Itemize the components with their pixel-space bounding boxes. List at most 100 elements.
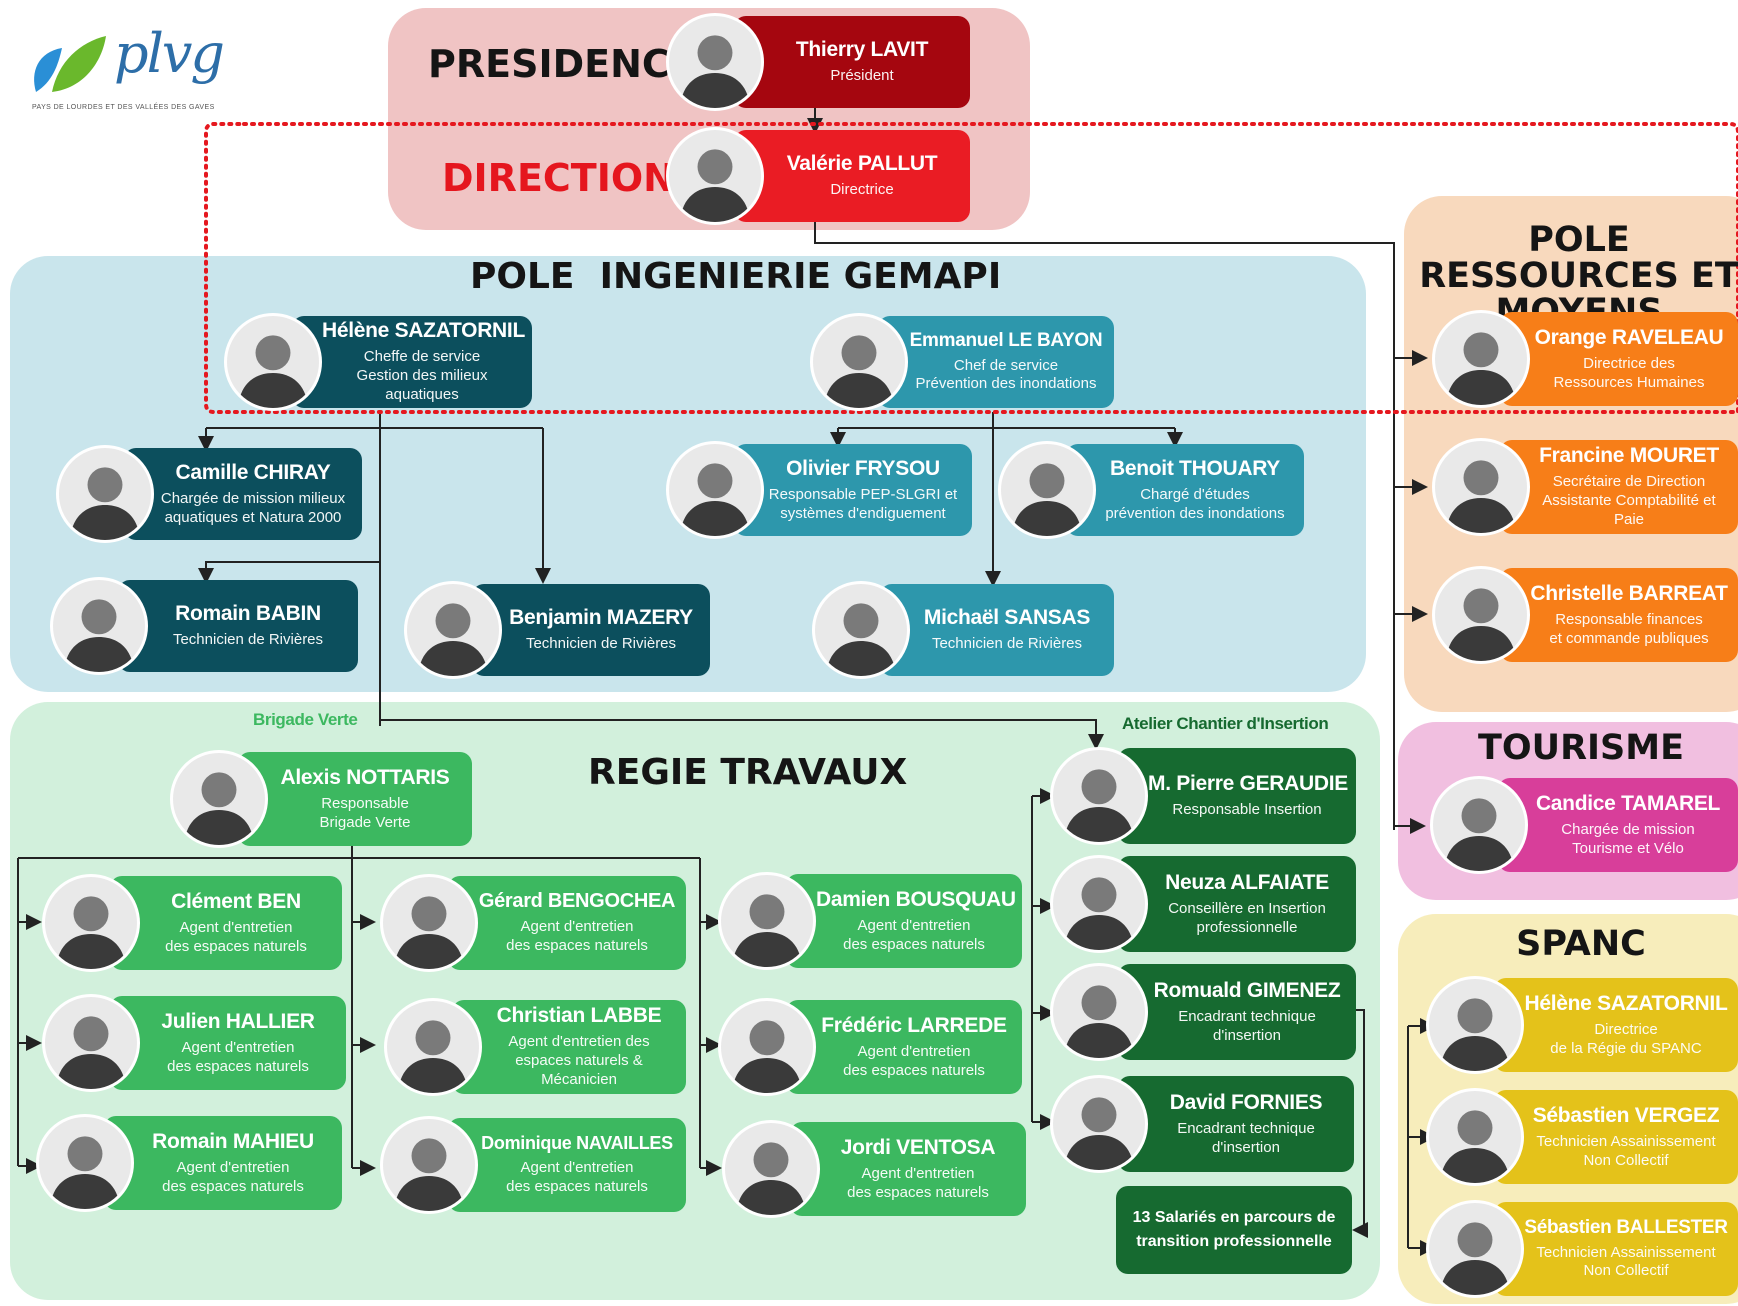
- person-name: Dominique NAVAILLES: [481, 1133, 673, 1154]
- person-card-mazery: Benjamin MAZERY Technicien de Rivières: [472, 584, 710, 676]
- person-photo-icon: [1429, 1203, 1521, 1295]
- avatar: [380, 874, 478, 972]
- salaries-box: 13 Salariés en parcours de transition pr…: [1116, 1186, 1352, 1274]
- person-role: Chargée de mission Tourisme et Vélo: [1561, 820, 1695, 857]
- person-name: Michaël SANSAS: [923, 606, 1091, 630]
- person-name: Clément BEN: [171, 889, 301, 913]
- person-role: Directrice des Ressources Humaines: [1553, 354, 1705, 391]
- person-role: Responsable PEP-SLGRI et systèmes d'endi…: [768, 485, 958, 522]
- person-photo-icon: [721, 875, 813, 967]
- person-name: Gérard BENGOCHEA: [478, 890, 676, 913]
- avatar: [384, 998, 482, 1096]
- person-card-sazatornil2: Hélène SAZATORNIL Directrice de la Régie …: [1494, 978, 1738, 1072]
- person-name: Neuza ALFAIATE: [1165, 870, 1329, 894]
- gemapi-title: POLE INGENIERIE GEMAPI: [470, 256, 1002, 297]
- logo: plvg PAYS DE LOURDES ET DES VALLÉES DES …: [28, 22, 238, 114]
- person-name: Benjamin MAZERY: [509, 606, 693, 630]
- logo-text: plvg: [114, 22, 225, 85]
- tourisme-title: TOURISME: [1478, 728, 1684, 768]
- person-name: Candice TAMAREL: [1535, 791, 1721, 815]
- avatar: [50, 577, 148, 675]
- salaries-text: 13 Salariés en parcours de transition pr…: [1132, 1209, 1336, 1250]
- person-role: Agent d'entretien des espaces naturels: [167, 1038, 309, 1075]
- avatar: [36, 1114, 134, 1212]
- person-name: Romain BABIN: [175, 602, 321, 626]
- person-photo-icon: [407, 584, 499, 676]
- person-photo-icon: [1429, 979, 1521, 1071]
- person-role: Technicien de Rivières: [525, 635, 677, 653]
- person-role: Directrice de la Régie du SPANC: [1550, 1020, 1702, 1057]
- person-photo-icon: [725, 1123, 817, 1215]
- person-name: Christelle BARREAT: [1530, 581, 1728, 605]
- avatar: [42, 874, 140, 972]
- person-role: Agent d'entretien des espaces naturels &…: [508, 1033, 650, 1088]
- avatar: [666, 13, 764, 111]
- person-name: Francine MOURET: [1539, 444, 1719, 468]
- person-role: Chef de service Prévention des inondatio…: [915, 356, 1097, 393]
- person-name: Julien HALLIER: [161, 1009, 315, 1033]
- avatar: [380, 1116, 478, 1214]
- person-card-tamarel: Candice TAMAREL Chargée de mission Touris…: [1498, 778, 1738, 872]
- person-role: Technicien Assainissement Non Collectif: [1536, 1243, 1716, 1280]
- person-name: Romuald GIMENEZ: [1153, 978, 1341, 1002]
- person-role: Encadrant technique d'insertion: [1178, 1007, 1316, 1044]
- person-name: Damien BOUSQUAU: [816, 887, 1016, 911]
- person-photo-icon: [45, 877, 137, 969]
- person-photo-icon: [45, 997, 137, 1089]
- person-role: Cheffe de service Gestion des milieux aq…: [356, 348, 488, 403]
- person-photo-icon: [387, 1001, 479, 1093]
- person-name: Camille CHIRAY: [175, 460, 331, 484]
- person-role: Agent d'entretien des espaces naturels: [843, 916, 985, 953]
- avatar: [998, 441, 1096, 539]
- avatar: [170, 750, 268, 848]
- person-name: David FORNIES: [1169, 1090, 1323, 1114]
- person-photo-icon: [383, 1119, 475, 1211]
- regie-title: REGIE TRAVAUX: [588, 752, 908, 793]
- person-name: Hélène SAZATORNIL: [1524, 991, 1728, 1015]
- avatar: [1050, 963, 1148, 1061]
- logo-tagline: PAYS DE LOURDES ET DES VALLÉES DES GAVES: [32, 104, 215, 111]
- person-photo-icon: [721, 1001, 813, 1093]
- leaf-logo-icon: [34, 36, 106, 92]
- person-role: Agent d'entretien des espaces naturels: [847, 1164, 989, 1201]
- person-card-bousquau: Damien BOUSQUAU Agent d'entretien des esp…: [786, 874, 1022, 968]
- avatar: [224, 313, 322, 411]
- person-photo-icon: [53, 580, 145, 672]
- avatar: [666, 127, 764, 225]
- person-role: Agent d'entretien des espaces naturels: [162, 1158, 304, 1195]
- person-name: Sébastien BALLESTER: [1524, 1216, 1728, 1238]
- avatar: [1430, 776, 1528, 874]
- person-name: Thierry LAVIT: [795, 38, 929, 62]
- person-photo-icon: [1429, 1091, 1521, 1183]
- person-name: Frédéric LARREDE: [821, 1013, 1007, 1037]
- person-photo-icon: [1435, 313, 1527, 405]
- person-photo-icon: [1435, 569, 1527, 661]
- person-photo-icon: [669, 444, 761, 536]
- person-photo-icon: [1053, 966, 1145, 1058]
- person-card-ben: Clément BEN Agent d'entretien des espaces…: [110, 876, 342, 970]
- person-name: Benoit THOUARY: [1109, 456, 1280, 480]
- person-photo-icon: [1001, 444, 1093, 536]
- person-photo-icon: [227, 316, 319, 408]
- person-photo-icon: [669, 16, 761, 108]
- avatar: [810, 313, 908, 411]
- person-photo-icon: [1433, 779, 1525, 871]
- person-role: Agent d'entretien des espaces naturels: [165, 918, 307, 955]
- person-name: Hélène SAZATORNIL: [322, 319, 525, 343]
- person-photo-icon: [815, 584, 907, 676]
- person-photo-icon: [1435, 441, 1527, 533]
